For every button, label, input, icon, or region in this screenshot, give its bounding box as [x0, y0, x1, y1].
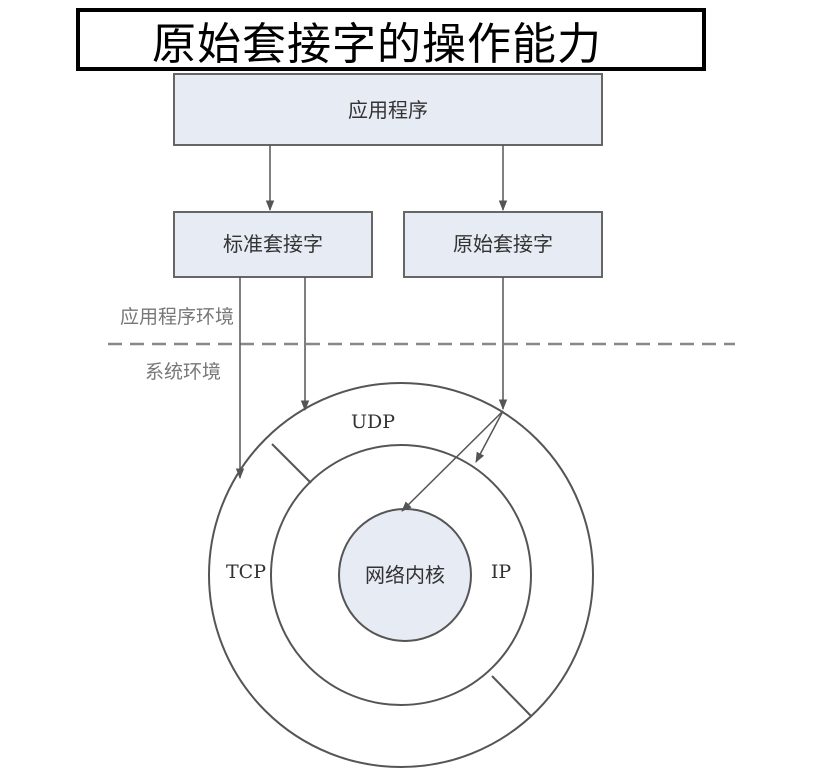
- standard-socket-label: 标准套接字: [223, 232, 323, 256]
- application-box: 应用程序: [173, 73, 603, 146]
- tcp-label: TCP: [226, 561, 266, 583]
- arrow-raw-to-kernel: [401, 410, 504, 512]
- app-environment-label: 应用程序环境: [120, 306, 234, 328]
- raw-socket-box: 原始套接字: [403, 211, 603, 278]
- udp-tcp-divider: [271, 443, 312, 484]
- diagram-title: 原始套接字的操作能力: [76, 8, 706, 71]
- arrow-raw-to-ip: [475, 410, 504, 463]
- tcp-udp-divider-lower: [491, 675, 532, 717]
- udp-label: UDP: [351, 411, 395, 433]
- ip-label: IP: [491, 561, 512, 583]
- raw-socket-label: 原始套接字: [453, 232, 553, 256]
- application-label: 应用程序: [348, 98, 428, 122]
- standard-socket-box: 标准套接字: [173, 211, 373, 278]
- kernel-label: 网络内核: [365, 563, 445, 587]
- system-environment-label: 系统环境: [145, 361, 221, 383]
